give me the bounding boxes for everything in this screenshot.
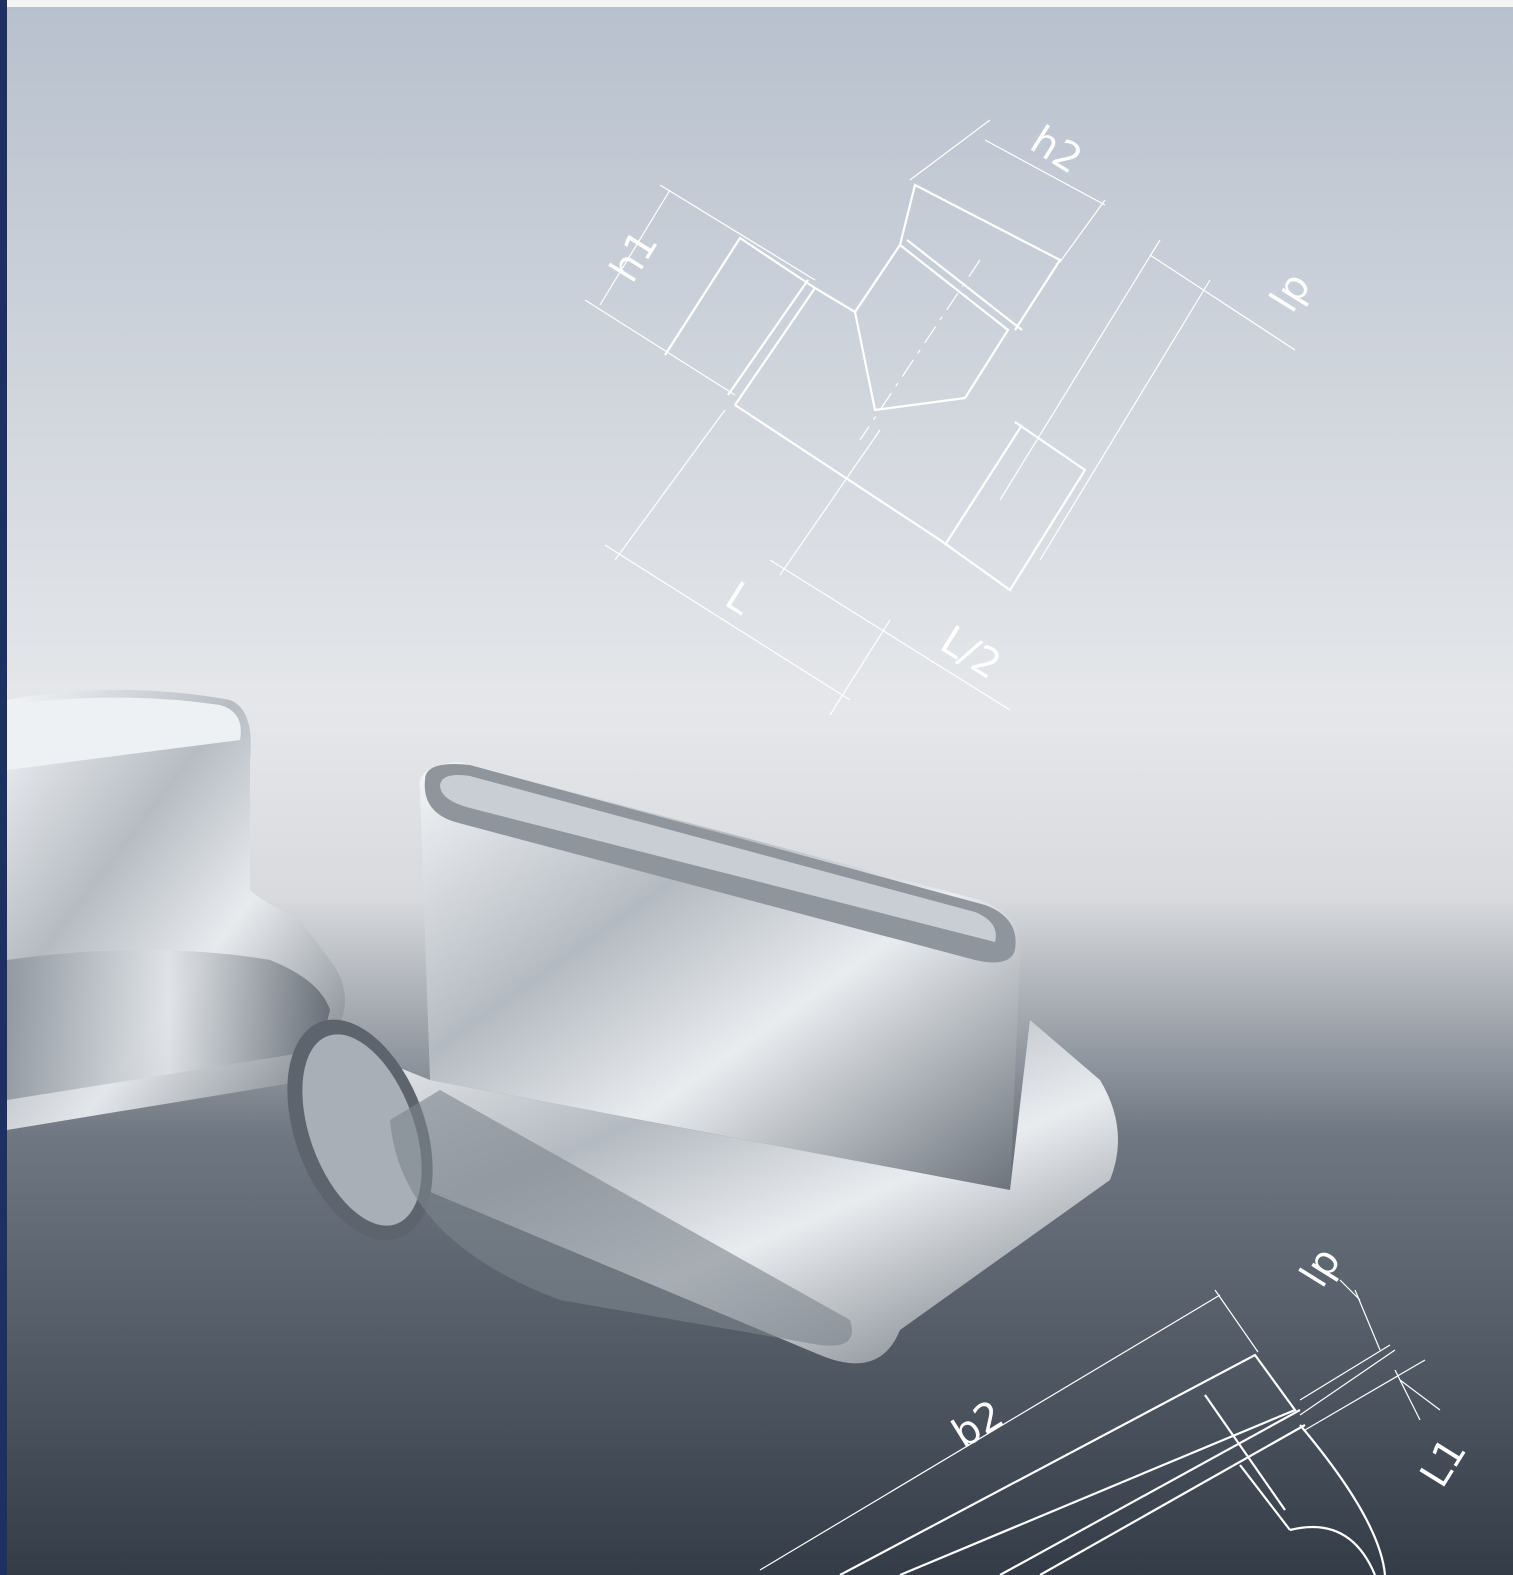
fitting-center <box>287 762 1118 1364</box>
left-border <box>0 0 7 1575</box>
fitting-left <box>7 690 345 1130</box>
top-border <box>0 0 1513 7</box>
